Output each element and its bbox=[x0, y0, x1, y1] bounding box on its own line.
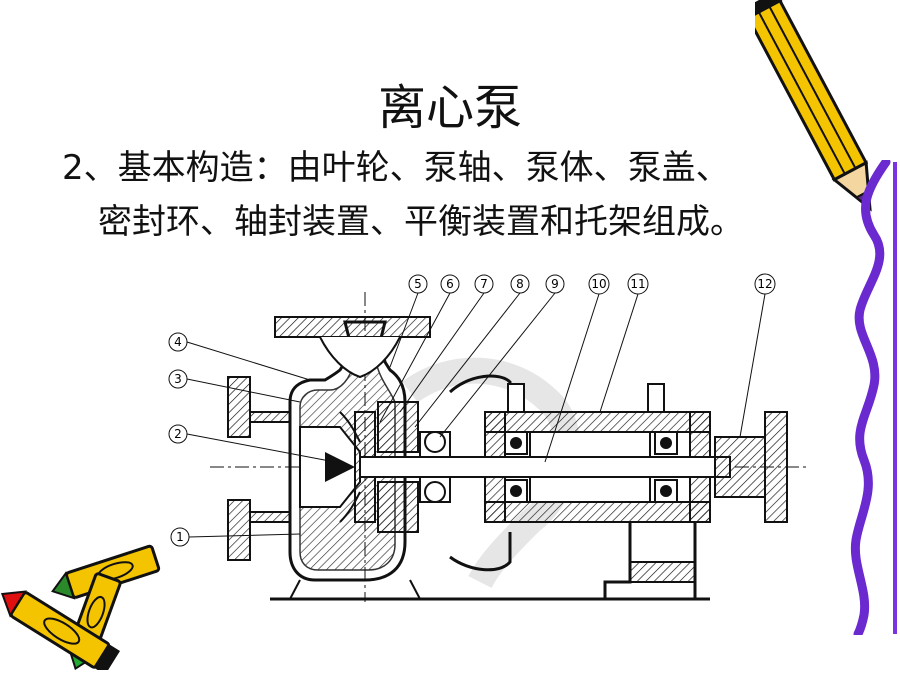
svg-text:4: 4 bbox=[174, 335, 182, 349]
pump-shaft bbox=[359, 456, 731, 478]
svg-text:2: 2 bbox=[174, 427, 182, 441]
item-number: 2 bbox=[62, 148, 84, 188]
callout-12: 12 bbox=[739, 273, 776, 438]
callout-2: 2 bbox=[168, 424, 336, 463]
wavy-border-icon bbox=[850, 160, 897, 635]
callout-11: 11 bbox=[599, 273, 649, 413]
suction-flange bbox=[227, 376, 291, 561]
svg-text:11: 11 bbox=[630, 277, 645, 291]
body-line-1-text: 、基本构造：由叶轮、泵轴、泵体、泵盖、 bbox=[83, 148, 730, 188]
svg-text:9: 9 bbox=[551, 277, 559, 291]
svg-text:3: 3 bbox=[174, 372, 182, 386]
callout-7: 7 bbox=[399, 274, 494, 413]
svg-text:5: 5 bbox=[414, 277, 422, 291]
svg-text:6: 6 bbox=[446, 277, 454, 291]
callout-4: 4 bbox=[168, 332, 311, 381]
callout-6: 6 bbox=[379, 274, 460, 423]
callout-1: 1 bbox=[170, 527, 301, 547]
callout-5: 5 bbox=[389, 274, 428, 368]
callout-10: 10 bbox=[544, 273, 610, 463]
callout-9: 9 bbox=[439, 274, 565, 438]
body-line-1: 2、基本构造：由叶轮、泵轴、泵体、泵盖、 bbox=[62, 140, 730, 189]
body-line-2: 密封环、轴封装置、平衡装置和托架组成。 bbox=[98, 202, 744, 242]
pump-diagram: 1 2 3 4 5 bbox=[168, 273, 810, 602]
coupling bbox=[714, 411, 788, 523]
svg-text:1: 1 bbox=[176, 530, 184, 544]
crayons-icon bbox=[0, 544, 161, 670]
impeller bbox=[299, 411, 376, 523]
svg-text:8: 8 bbox=[516, 277, 524, 291]
callout-3: 3 bbox=[168, 369, 301, 403]
svg-text:7: 7 bbox=[480, 277, 488, 291]
svg-text:12: 12 bbox=[757, 277, 772, 291]
callout-8: 8 bbox=[414, 274, 530, 428]
svg-text:10: 10 bbox=[591, 277, 606, 291]
slide-title: 离心泵 bbox=[377, 80, 522, 136]
